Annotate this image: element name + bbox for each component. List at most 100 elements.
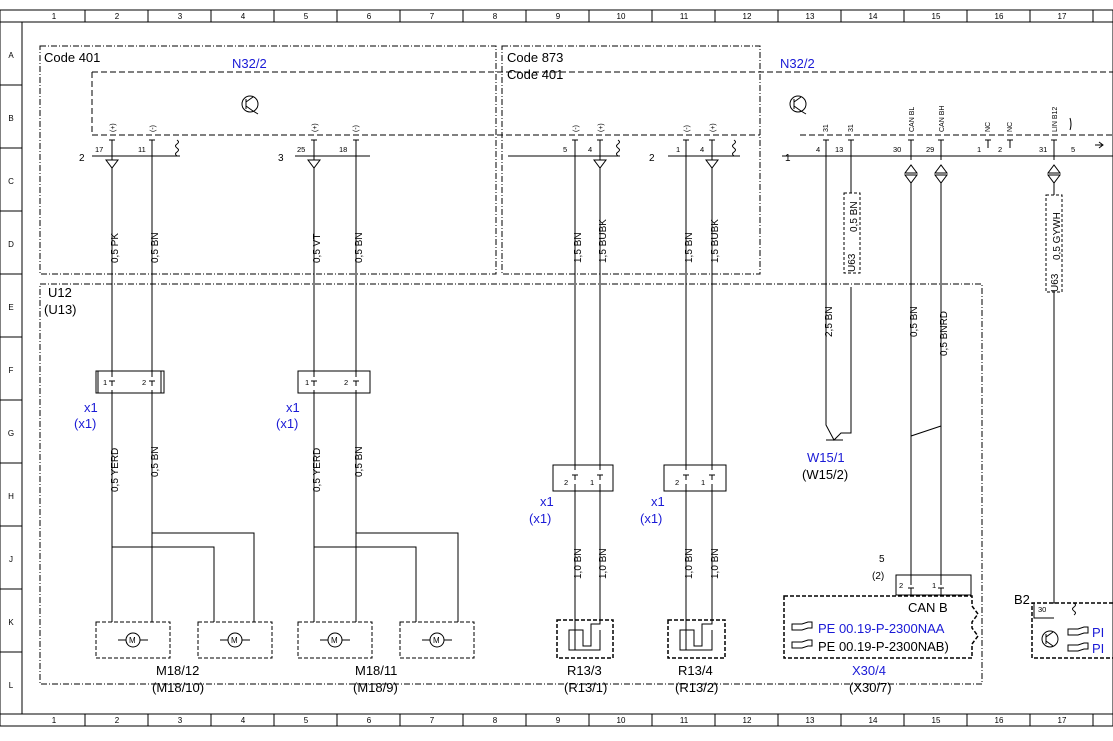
n32-2-right-label: N32/2 xyxy=(780,56,815,71)
pe-reference-link[interactable]: PI xyxy=(1092,625,1104,640)
r13-2-label: (R13/2) xyxy=(675,680,718,695)
wire-label: 2,5 BN xyxy=(824,306,835,337)
pointing-hand-icon xyxy=(1068,627,1088,635)
row-label: K xyxy=(8,618,14,627)
col-label: 3 xyxy=(178,716,183,725)
pin-label: CAN BL xyxy=(909,107,916,132)
wire-label: 1,0 BN xyxy=(684,548,695,579)
wires xyxy=(112,160,1054,622)
n32-module-box xyxy=(92,72,1113,135)
wire-label: 1,5 BN xyxy=(684,232,695,263)
pin-number: 1 xyxy=(305,378,309,387)
pointing-hand-icon xyxy=(792,622,812,630)
col-label: 8 xyxy=(493,12,498,21)
col-label: 13 xyxy=(806,716,815,725)
col-label: 6 xyxy=(367,716,372,725)
wire-label: 0,5 VT xyxy=(312,234,323,263)
col-label: 13 xyxy=(806,12,815,21)
m18-10-label: (M18/10) xyxy=(152,680,204,695)
col-label: 4 xyxy=(241,716,246,725)
pin-number: 1 xyxy=(103,378,107,387)
code-401-label: Code 401 xyxy=(44,50,100,65)
x1-label: x1 xyxy=(540,494,554,509)
col-label: 7 xyxy=(430,12,435,21)
svg-text:M: M xyxy=(433,636,440,645)
col-label: 5 xyxy=(304,12,309,21)
col-label: 2 xyxy=(115,12,120,21)
col-label: 15 xyxy=(932,12,941,21)
pin-label: (-) xyxy=(684,125,691,132)
pe-reference-link[interactable]: PE 00.19-P-2300NAB) xyxy=(818,639,949,654)
col-label: 11 xyxy=(680,12,689,21)
pe-reference-link[interactable]: PE 00.19-P-2300NAA xyxy=(818,621,945,636)
col-label: 17 xyxy=(1058,716,1067,725)
motor-icon: M xyxy=(320,633,350,647)
wire-label: 0,5 BN xyxy=(849,201,860,232)
col-label: 14 xyxy=(869,12,878,21)
pin-number: 2 xyxy=(675,478,679,487)
u12-label: U12 xyxy=(48,285,72,300)
row-label: H xyxy=(8,492,14,501)
col-label: 7 xyxy=(430,716,435,725)
plug-number: 2 xyxy=(649,153,655,164)
x1-alt-label: (x1) xyxy=(529,511,551,526)
wire-label: 1,0 BN xyxy=(710,548,721,579)
x1-label: x1 xyxy=(84,400,98,415)
wire-label: 1,5 BN xyxy=(573,232,584,263)
code-401-sub-label: Code 401 xyxy=(507,67,563,82)
n32-2-left-label: N32/2 xyxy=(232,56,267,71)
col-label: 16 xyxy=(995,716,1004,725)
col-label: 4 xyxy=(241,12,246,21)
col-label: 9 xyxy=(556,12,561,21)
w15-1-label: W15/1 xyxy=(807,450,845,465)
wire-label: 0,5 GYWH xyxy=(1052,212,1063,260)
pin-number: 25 xyxy=(297,145,305,154)
row-label: J xyxy=(9,555,13,564)
pin-number: 17 xyxy=(95,145,103,154)
wire-label: 1,0 BN xyxy=(573,548,584,579)
pin-label: (+) xyxy=(312,123,319,132)
u63-blocks xyxy=(844,193,1062,292)
col-label: 1 xyxy=(52,12,57,21)
pin-number: 29 xyxy=(926,145,934,154)
x30-number-alt: (2) xyxy=(872,571,884,582)
boundaries xyxy=(40,46,1113,684)
x30-number: 5 xyxy=(879,554,885,565)
pin-number: 31 xyxy=(1039,145,1047,154)
row-label: G xyxy=(8,429,14,438)
col-label: 12 xyxy=(743,716,752,725)
x1-alt-label: (x1) xyxy=(276,416,298,431)
plug-number: 2 xyxy=(79,153,85,164)
pin-label: (+) xyxy=(710,123,717,132)
plug-number: 1 xyxy=(785,153,791,164)
x1-label: x1 xyxy=(651,494,665,509)
pin-number: 4 xyxy=(816,145,820,154)
col-label: 15 xyxy=(932,716,941,725)
motor-icon: M xyxy=(118,633,148,647)
motor-group-m18-11: M M xyxy=(298,622,474,658)
r13-3-label: R13/3 xyxy=(567,663,602,678)
x30-7-label: (X30/7) xyxy=(849,680,892,695)
col-label: 11 xyxy=(680,716,689,725)
row-label: A xyxy=(8,51,14,60)
m18-12-label: M18/12 xyxy=(156,663,199,678)
x30-4-label: X30/4 xyxy=(852,663,886,678)
row-label: F xyxy=(9,366,14,375)
pin-number: 30 xyxy=(893,145,901,154)
wire-label: 1,0 BN xyxy=(598,548,609,579)
pe-reference-link[interactable]: PI xyxy=(1092,641,1104,656)
wire-label: 0,5 BN xyxy=(150,232,161,263)
col-label: 6 xyxy=(367,12,372,21)
pin-stubs xyxy=(109,118,1103,160)
wire-label: 0,5 BN xyxy=(909,306,920,337)
u12-box xyxy=(40,284,982,684)
b2-box xyxy=(1032,596,1113,658)
col-label: 3 xyxy=(178,12,183,21)
grid-frame: 1 2 3 4 5 6 7 8 9 10 11 12 13 14 15 16 1… xyxy=(0,10,1113,726)
col-label: 9 xyxy=(556,716,561,725)
pin-label: 31 xyxy=(848,124,855,132)
wire-label: 0,5 BN xyxy=(354,232,365,263)
wire-label: 1,5 BUBK xyxy=(710,219,721,263)
wire-label: 0,5 YERD xyxy=(110,448,121,492)
